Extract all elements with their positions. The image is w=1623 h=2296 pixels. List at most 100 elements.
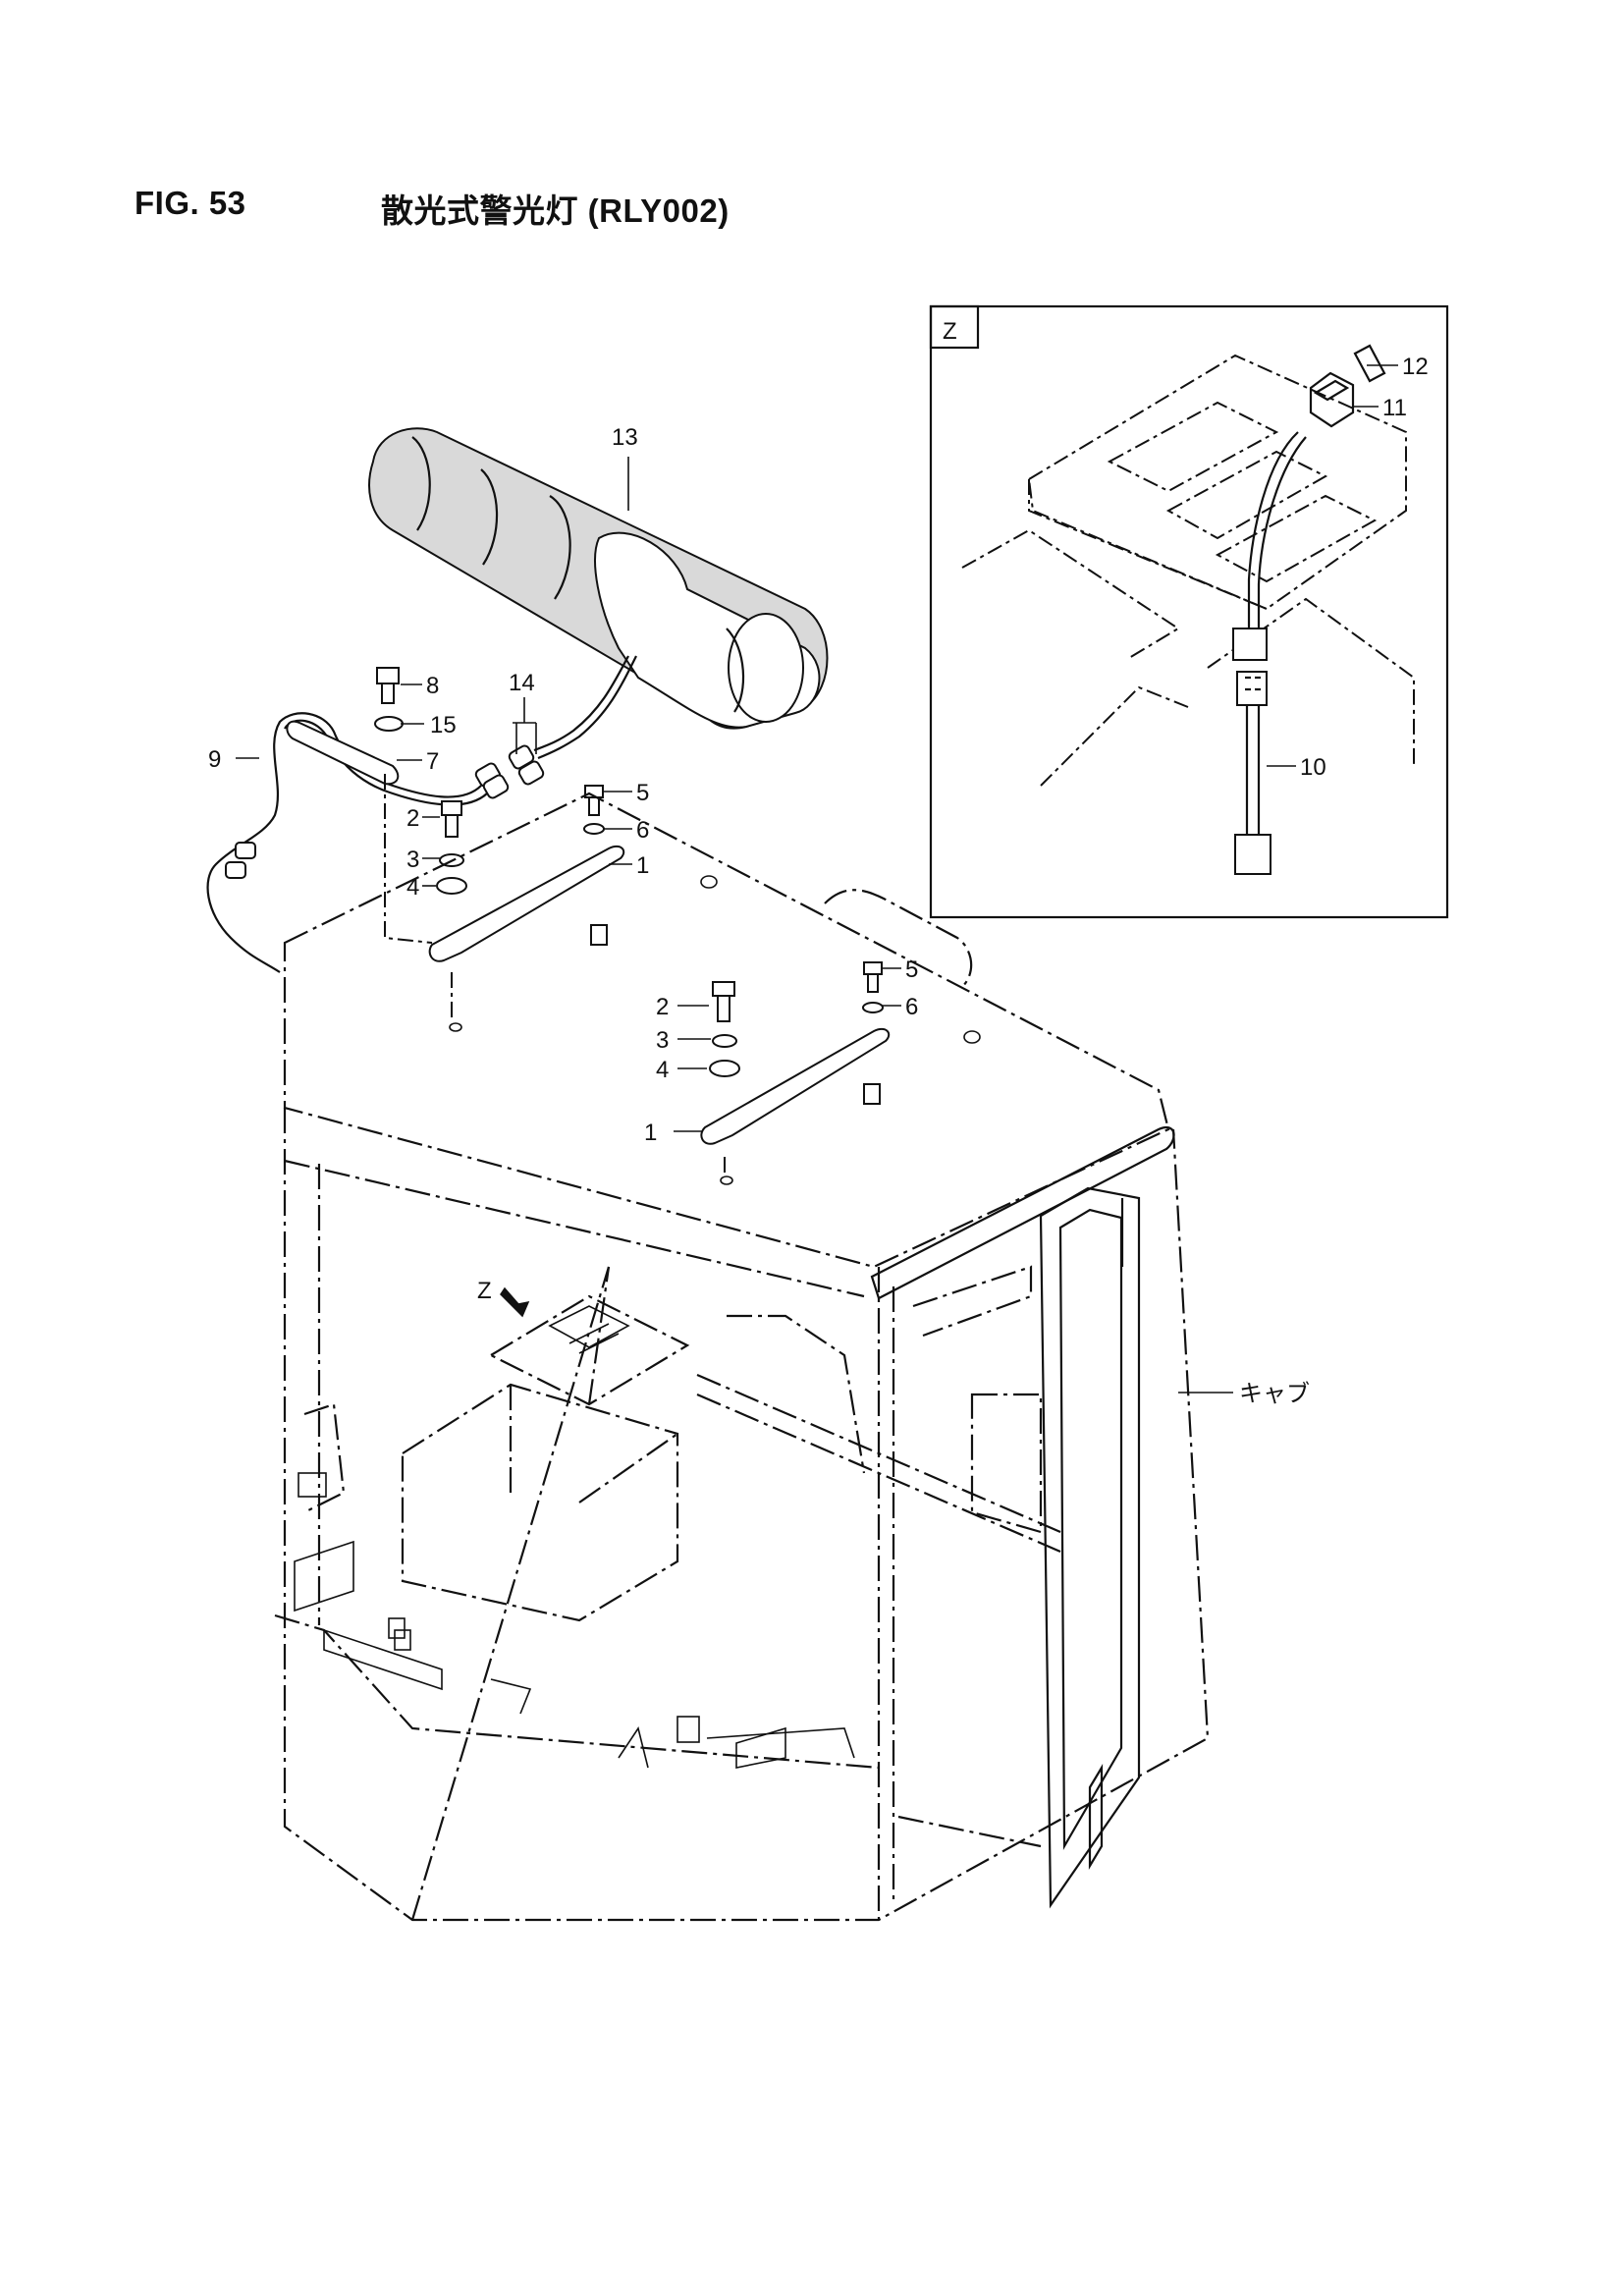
roof-hole-1 <box>700 875 718 889</box>
detail-view-label: Z <box>943 318 957 345</box>
switch-cover <box>1353 344 1386 383</box>
bracket-1b <box>700 1027 891 1145</box>
cab-tab <box>618 1726 649 1769</box>
console-box-edges <box>509 1385 678 1503</box>
mount-hole-a <box>449 1022 462 1032</box>
bolt-2b-shank <box>717 995 730 1022</box>
cab-label: キャブ <box>1239 1381 1310 1407</box>
beacon-band-3 <box>549 495 571 600</box>
bolt-2a-head <box>441 800 462 816</box>
switch-top <box>1313 379 1350 402</box>
console-box <box>401 1383 679 1622</box>
connector-middle <box>1236 671 1268 706</box>
bracket-set-left: 1 2 3 4 5 6 <box>384 774 649 1032</box>
bolt-2a-shank <box>445 814 459 838</box>
grommet-7 <box>286 720 400 786</box>
connector-14d <box>482 774 510 799</box>
callout-10: 10 <box>1300 754 1326 781</box>
console-switch-panel <box>548 1305 630 1354</box>
view-arrow-icon <box>500 1286 530 1318</box>
cab-side-rail <box>870 1126 1175 1300</box>
roof-hole-2 <box>963 1030 981 1044</box>
callout-3a: 3 <box>406 847 419 873</box>
cab-side-plate <box>294 1540 354 1613</box>
view-arrow-label: Z <box>477 1278 492 1304</box>
cable-and-grommet: 8 15 7 9 <box>206 667 488 973</box>
cab-window-frame <box>912 1265 1033 1338</box>
beacon-dome-end <box>728 613 804 723</box>
detail-console-lower <box>1040 685 1189 787</box>
detail-view-z: Z 12 11 10 <box>929 304 1449 919</box>
spacer-a <box>590 924 608 946</box>
washer-4a <box>436 877 467 895</box>
washer-6b <box>862 1002 884 1013</box>
cab-rear-window <box>970 1393 1043 1534</box>
callout-11: 11 <box>1382 395 1407 421</box>
bolt-8-shank <box>381 683 395 704</box>
washer-15 <box>374 716 404 732</box>
cab-outline <box>274 792 1210 1922</box>
cab-mid-beams <box>696 1373 1061 1554</box>
callout-12: 12 <box>1402 354 1429 380</box>
cab-door-inner <box>1058 1208 1123 1851</box>
cab-roof-rail <box>824 889 973 988</box>
detail-switch-panel-2 <box>1165 450 1328 540</box>
figure-number: FIG. 53 <box>135 185 246 221</box>
callout-1a: 1 <box>636 852 649 879</box>
callout-1b: 1 <box>644 1120 657 1146</box>
bracket-1a <box>428 845 625 962</box>
detail-switch-panel <box>1107 401 1279 493</box>
console-pointer <box>587 1266 611 1405</box>
harness-wire-b <box>1257 436 1307 629</box>
callout-4b: 4 <box>656 1057 669 1083</box>
cab-lower-bracket <box>323 1628 443 1691</box>
bolt-5a-shank <box>588 796 600 816</box>
connector-lower <box>1234 834 1271 875</box>
beacon-cable <box>537 655 637 760</box>
detail-view-frame <box>929 304 1449 919</box>
detail-console-side <box>961 528 1180 659</box>
beacon-band-1 <box>411 436 431 531</box>
callout-9: 9 <box>208 746 221 773</box>
cab-door <box>1039 1186 1141 1909</box>
detail-view-label-box <box>929 304 980 350</box>
cable-9 <box>206 712 482 973</box>
console-top <box>488 1294 690 1406</box>
bolt-5b-shank <box>867 973 879 993</box>
detail-console-outline <box>1027 354 1407 611</box>
cable-plug-b <box>225 861 246 879</box>
callout-3b: 3 <box>656 1027 669 1054</box>
cab-front-edge <box>410 1266 611 1921</box>
connector-14b <box>517 760 545 786</box>
warning-beacon-assembly: 13 14 <box>368 424 829 799</box>
cab-hook <box>490 1678 532 1715</box>
cab-side-panel <box>303 1402 346 1513</box>
clip-b <box>394 1629 411 1651</box>
callout-2a: 2 <box>406 805 419 832</box>
callout-2b: 2 <box>656 994 669 1020</box>
callout-7: 7 <box>426 748 439 775</box>
callout-14: 14 <box>509 670 535 696</box>
bolt-2b-head <box>712 981 735 997</box>
callout-8: 8 <box>426 673 439 699</box>
cab-body <box>283 1108 1210 1922</box>
view-arrow-z: Z <box>477 1278 530 1318</box>
washer-6a <box>583 823 605 835</box>
cab-clamp <box>676 1716 700 1743</box>
bolt-5b-head <box>863 961 883 975</box>
cab-beam-1 <box>284 1159 865 1298</box>
connector-pins <box>1245 676 1261 691</box>
clip-a <box>388 1617 406 1639</box>
harness-wire-a <box>1247 431 1299 629</box>
detail-switch-panel-3 <box>1215 494 1378 583</box>
mount-hole-b <box>720 1175 733 1185</box>
spacer-b <box>863 1083 881 1105</box>
beacon-cable-2 <box>533 655 629 752</box>
beacon-dome-line <box>726 628 745 713</box>
washer-4b <box>709 1060 740 1077</box>
bolt-8-head <box>376 667 400 684</box>
cab-floor-line <box>897 1815 1042 1848</box>
beacon-band-2 <box>480 468 499 566</box>
cab-lower-beam <box>274 1613 880 1770</box>
